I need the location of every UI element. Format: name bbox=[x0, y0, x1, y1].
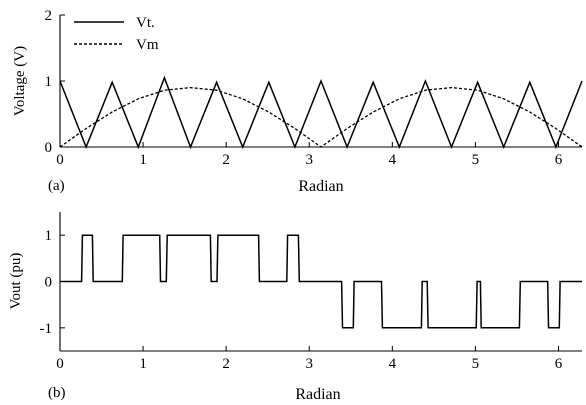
x-tick-label-b-1: 1 bbox=[139, 356, 147, 372]
ticks-b: 0 1 2 3 4 5 6 -1 0 1 bbox=[40, 228, 563, 372]
y-tick-label-a-1: 1 bbox=[45, 74, 53, 90]
x-tick-label-b-3: 3 bbox=[305, 356, 313, 372]
legend-label-vm: Vm bbox=[136, 37, 159, 53]
y-tick-label-b-1: 1 bbox=[45, 228, 53, 244]
x-tick-label-a-6: 6 bbox=[555, 152, 563, 168]
ticks-a: 0 1 2 3 4 5 6 0 1 2 bbox=[45, 8, 563, 168]
series-b bbox=[60, 234, 582, 329]
x-tick-label-a-2: 2 bbox=[222, 152, 230, 168]
x-tick-label-a-5: 5 bbox=[472, 152, 480, 168]
y-axis-label-a: Voltage (V) bbox=[12, 46, 28, 116]
x-tick-label-b-6: 6 bbox=[555, 356, 563, 372]
x-tick-label-a-3: 3 bbox=[305, 152, 313, 168]
legend-a: Vt. Vm bbox=[74, 15, 159, 53]
legend-label-vt: Vt. bbox=[136, 15, 155, 31]
x-axis-label-b: Radian bbox=[295, 386, 340, 403]
panel-b: 0 1 2 3 4 5 6 -1 0 1 Radian Vout (pu) (b) bbox=[8, 212, 582, 403]
x-axis-label-a: Radian bbox=[298, 178, 343, 195]
x-tick-label-b-2: 2 bbox=[222, 356, 230, 372]
x-tick-label-b-0: 0 bbox=[56, 356, 64, 372]
series-line-b-0 bbox=[60, 234, 582, 329]
x-tick-label-a-4: 4 bbox=[389, 152, 397, 168]
x-tick-label-a-0: 0 bbox=[56, 152, 64, 168]
x-tick-label-a-1: 1 bbox=[139, 152, 147, 168]
y-tick-label-a-0: 0 bbox=[45, 140, 53, 156]
y-tick-label-b-0: 0 bbox=[45, 275, 53, 291]
series-line-a-0 bbox=[59, 75, 583, 150]
series-line-a-1 bbox=[59, 86, 583, 148]
panel-label-a: (a) bbox=[48, 178, 65, 194]
panel-a: 0 1 2 3 4 5 6 0 1 2 Vt. Vm Radian Voltage (V) (a) bbox=[12, 8, 583, 195]
y-axis-label-b: Vout (pu) bbox=[8, 253, 24, 310]
y-tick-label-b--1: -1 bbox=[40, 321, 53, 337]
panel-label-b: (b) bbox=[48, 385, 66, 401]
x-tick-label-b-4: 4 bbox=[389, 356, 397, 372]
series-a bbox=[59, 75, 583, 150]
y-tick-label-a-2: 2 bbox=[45, 8, 53, 24]
x-tick-label-b-5: 5 bbox=[472, 356, 480, 372]
